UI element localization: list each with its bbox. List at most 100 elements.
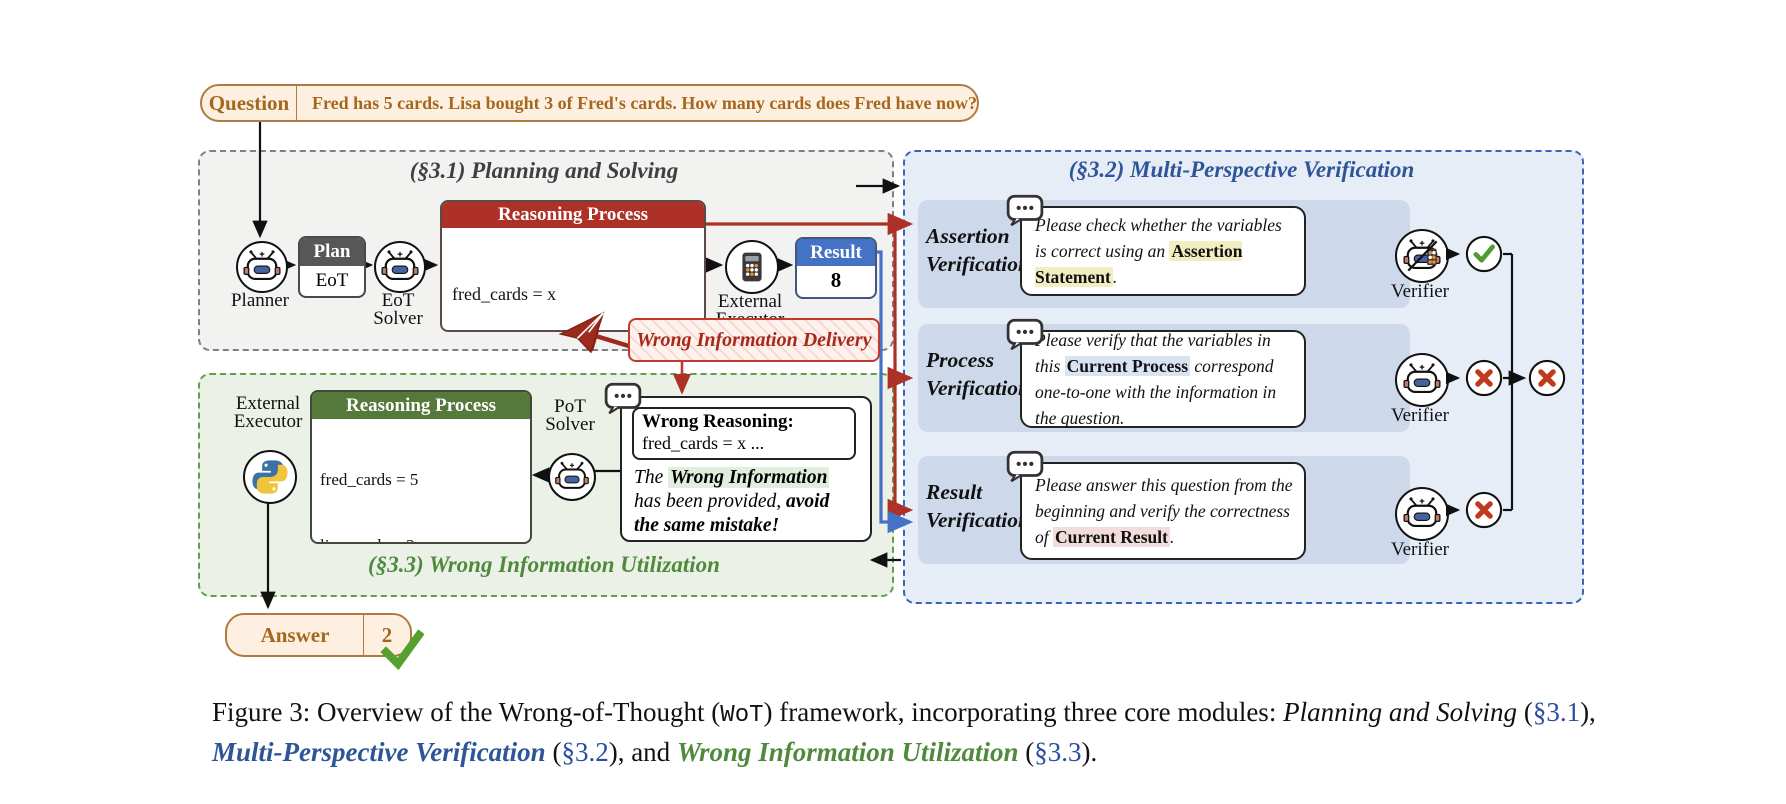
robot-abacus-slash-icon <box>1400 234 1444 278</box>
final-red-cross-icon <box>1528 359 1566 397</box>
row-label-line: Verification <box>926 508 1030 532</box>
planner-label: Planner <box>230 290 290 311</box>
result-prompt-text: Please answer this question from the beg… <box>1035 472 1294 550</box>
speech-bubble-icon <box>1006 450 1044 482</box>
reasoning-code: fred_cards = x lisa_cards = 3 fred_cards… <box>442 228 704 330</box>
planning-section-ref: (§3.1) <box>409 158 466 183</box>
question-label: Question <box>202 86 297 120</box>
planning-section-name: Planning and Solving <box>471 158 679 183</box>
robot-icon <box>243 249 281 281</box>
utilization-section-name: Wrong Information Utilization <box>428 552 720 577</box>
red-cross-icon <box>1465 491 1503 529</box>
speech-bubble-icon <box>604 382 642 414</box>
reasoning-process-box-planning: Reasoning Process fred_cards = x lisa_ca… <box>440 200 706 332</box>
message-highlight: Wrong Information <box>668 467 830 488</box>
figure-caption: Figure 3: Overview of the Wrong-of-Thoug… <box>212 694 1604 770</box>
code-line: fred_cards = x <box>452 284 557 304</box>
verifier-node-process <box>1395 353 1449 407</box>
util-executor-label-2: Executor <box>233 411 303 432</box>
result-box-value: 8 <box>830 268 842 292</box>
caption-module-utilization: Wrong Information Utilization <box>676 737 1019 767</box>
pot-solver-label-2: Solver <box>545 414 595 435</box>
caption-text: ). <box>1081 737 1098 767</box>
planner-node <box>236 241 288 293</box>
external-executor-node-utilization <box>243 450 297 504</box>
verifier-arrow <box>1446 246 1461 262</box>
caption-ref-3-2: §3.2 <box>561 737 609 767</box>
caption-module-verification: Multi-Perspective Verification <box>212 737 546 767</box>
row-label-line: Verification <box>926 252 1030 276</box>
caption-text: ) framework, incorporating three core mo… <box>763 697 1284 727</box>
prompt-text: Please verify that the variables in this <box>1035 330 1271 376</box>
robot-icon <box>381 249 419 281</box>
planning-section-title: (§3.1) Planning and Solving <box>198 158 890 184</box>
calculator-icon <box>742 252 762 282</box>
reasoning-process-box-utilization: Reasoning Process fred_cards = 5 lisa_ca… <box>310 390 532 544</box>
caption-text: Figure 3: Overview of the Wrong-of-Thoug… <box>212 697 721 727</box>
green-check-icon <box>1465 235 1503 273</box>
message-text: The <box>634 467 669 488</box>
external-executor-node-planning <box>725 240 779 294</box>
question-label-text: Question <box>208 90 290 115</box>
process-verification-label: Process Verification <box>926 346 1030 402</box>
caption-ref-3-1: §3.1 <box>1532 697 1581 727</box>
python-icon <box>252 460 288 494</box>
result-box: Result 8 <box>795 237 877 299</box>
paper-plane-icon <box>557 311 609 357</box>
assertion-prompt-text: Please check whether the variables is co… <box>1035 212 1294 290</box>
caption-text: ), <box>1580 697 1596 727</box>
wrong-information-message: The Wrong Information has been provided,… <box>634 466 856 538</box>
robot-icon <box>1403 496 1441 528</box>
question-text: Fred has 5 cards. Lisa bought 3 of Fred'… <box>311 92 977 113</box>
row-label-line: Assertion <box>926 224 1010 248</box>
row-label-line: Verification <box>926 376 1030 400</box>
assertion-verification-label: Assertion Verification <box>926 222 1030 278</box>
prompt-text: Please answer this question from the beg… <box>1035 475 1293 547</box>
wrong-reasoning-title: Wrong Reasoning: <box>642 411 794 432</box>
caption-module-planning: Planning and Solving <box>1283 697 1518 727</box>
caption-text: ( <box>545 737 562 767</box>
reasoning-process-header: Reasoning Process <box>442 202 704 228</box>
caption-wot-code: WoT <box>720 702 764 729</box>
code-line: fred_cards = 5 <box>320 470 419 489</box>
utilization-section-ref: (§3.3) <box>368 552 424 577</box>
prompt-text: . <box>1112 267 1118 287</box>
eot-solver-label-1: EoT <box>381 290 415 311</box>
caption-text: ( <box>1517 697 1533 727</box>
result-verification-label: Result Verification <box>926 478 1030 534</box>
verification-section-title: (§3.2) Multi-Perspective Verification <box>903 157 1580 183</box>
message-bold-text: avoid the same mistake! <box>634 491 830 536</box>
process-prompt-text: Please verify that the variables in this… <box>1035 327 1294 431</box>
eot-solver-label-2: Solver <box>373 308 423 329</box>
row-label-line: Result <box>926 480 983 504</box>
answer-label: Answer <box>227 615 364 655</box>
pot-solver-node <box>548 453 596 501</box>
wrong-reasoning-code: fred_cards = x ... <box>642 433 765 453</box>
pot-solver-label-1: PoT <box>554 396 586 417</box>
plan-box-body: EoT <box>315 270 349 291</box>
verifier-arrow <box>1446 502 1461 518</box>
result-prompt-bubble: Please answer this question from the beg… <box>1020 462 1306 560</box>
external-executor-label-1: External <box>717 291 783 312</box>
prompt-text: . <box>1169 527 1175 547</box>
verifier-node-assertion <box>1395 229 1449 283</box>
verifier-arrow <box>1446 370 1461 386</box>
answer-value: 2 <box>381 622 393 647</box>
assertion-prompt-bubble: Please check whether the variables is co… <box>1020 206 1306 296</box>
verifier-node-result <box>1395 487 1449 541</box>
red-cross-icon <box>1465 359 1503 397</box>
reasoning-process-header: Reasoning Process <box>312 392 530 419</box>
answer-box: Answer 2 <box>225 613 412 657</box>
caption-text: ), and <box>608 737 677 767</box>
message-text: has been provided, <box>634 491 786 512</box>
answer-label-text: Answer <box>260 622 330 647</box>
verification-section-ref: (§3.2) <box>1068 157 1125 182</box>
verifier-label: Verifier <box>1390 539 1450 560</box>
verifier-label: Verifier <box>1390 281 1450 302</box>
speech-bubble-icon <box>1006 194 1044 226</box>
question-box: Question Fred has 5 cards. Lisa bought 3… <box>200 84 979 122</box>
row-label-line: Process <box>926 348 995 372</box>
process-prompt-bubble: Please verify that the variables in this… <box>1020 330 1306 428</box>
speech-bubble-icon <box>1006 318 1044 350</box>
